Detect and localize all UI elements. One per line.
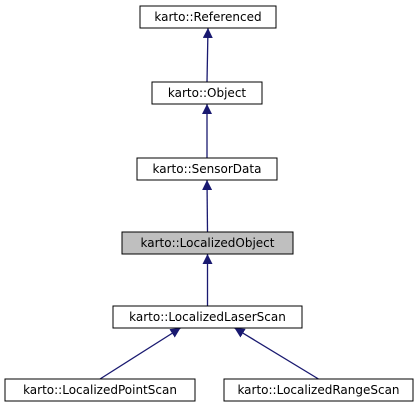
inheritance-arrow-localized-range-scan-to-localized-laser-scan <box>234 327 319 380</box>
class-node-box <box>136 157 278 181</box>
inheritance-arrow-localized-object-to-sensor-data <box>202 179 213 233</box>
class-node-box <box>112 305 303 329</box>
inheritance-arrow-object-to-referenced <box>202 27 213 83</box>
class-node-localized-point-scan[interactable]: karto::LocalizedPointScan <box>4 378 196 402</box>
class-node-box <box>4 378 196 402</box>
class-node-sensor-data[interactable]: karto::SensorData <box>136 157 278 181</box>
class-node-object[interactable]: karto::Object <box>151 81 263 105</box>
inheritance-arrow-localized-point-scan-to-localized-laser-scan <box>99 327 181 380</box>
class-node-localized-laser-scan[interactable]: karto::LocalizedLaserScan <box>112 305 303 329</box>
class-node-label: karto::LocalizedLaserScan <box>129 310 286 324</box>
class-node-label: karto::Referenced <box>154 10 261 24</box>
class-node-label: karto::LocalizedObject <box>141 236 275 250</box>
class-node-localized-range-scan[interactable]: karto::LocalizedRangeScan <box>223 378 414 402</box>
class-node-localized-object: karto::LocalizedObject <box>121 231 294 255</box>
class-node-label: karto::SensorData <box>153 162 262 176</box>
class-node-box <box>223 378 414 402</box>
class-node-box <box>139 5 277 29</box>
inheritance-edges <box>99 27 319 380</box>
class-node-label: karto::Object <box>168 86 247 100</box>
class-nodes: karto::Referencedkarto::Objectkarto::Sen… <box>4 5 414 402</box>
class-node-box <box>151 81 263 105</box>
class-node-referenced[interactable]: karto::Referenced <box>139 5 277 29</box>
class-node-label: karto::LocalizedRangeScan <box>237 383 399 397</box>
class-node-label: karto::LocalizedPointScan <box>23 383 177 397</box>
class-node-box <box>121 231 294 255</box>
